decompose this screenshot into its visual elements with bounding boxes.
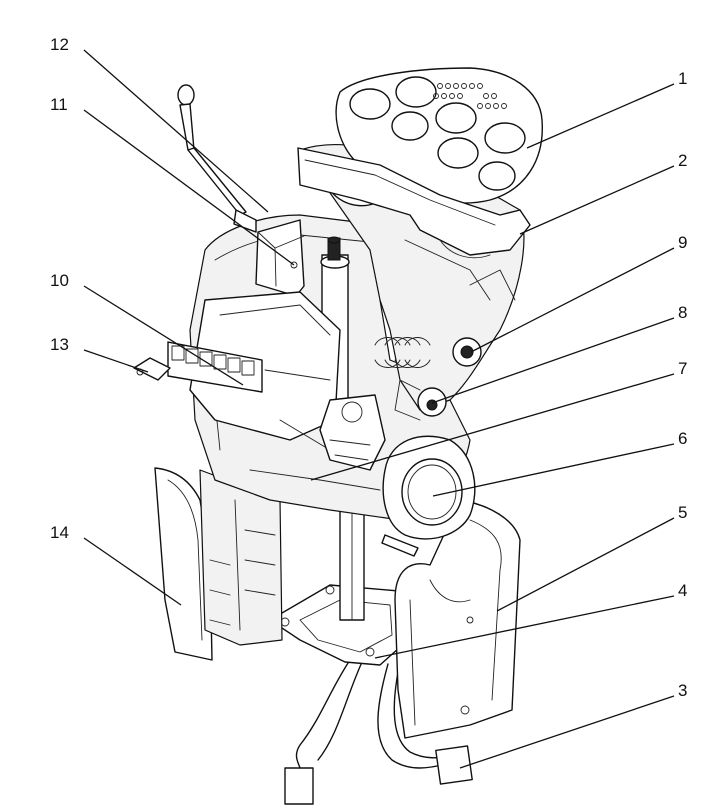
callout-5: 5 (678, 503, 687, 522)
right-lower-shroud (394, 499, 521, 739)
leader-11 (83, 109, 295, 266)
gauge-2 (395, 76, 437, 108)
wiring-harness (284, 659, 473, 805)
leader-4 (374, 595, 675, 659)
gauge-1 (349, 88, 391, 120)
callout-4: 4 (678, 581, 687, 600)
callout-6: 6 (678, 429, 687, 448)
gauge-6 (484, 122, 526, 154)
callout-3: 3 (678, 681, 687, 700)
shift-lever (177, 84, 257, 233)
leader-12 (83, 49, 269, 213)
round-cover (382, 435, 476, 540)
lower-mechanism (319, 394, 386, 471)
callout-9: 9 (678, 233, 687, 252)
cluster-bezel (297, 147, 531, 259)
callout-1: 1 (678, 69, 687, 88)
mounting-bracket (255, 219, 305, 297)
leader-lines (83, 49, 675, 769)
indicator-lights (433, 83, 507, 109)
connector-left (284, 767, 314, 805)
callout-11: 11 (50, 95, 68, 114)
leader-6 (432, 443, 675, 497)
stalk-switch (374, 337, 482, 421)
leader-7 (310, 373, 675, 481)
leader-13 (83, 349, 149, 373)
callout-13: 13 (50, 335, 69, 354)
leader-14 (83, 537, 182, 606)
gauge-4 (435, 102, 477, 134)
callout-7: 7 (678, 359, 687, 378)
leader-1 (526, 83, 675, 149)
leader-10 (83, 285, 244, 386)
gauge-5 (437, 137, 479, 169)
leader-8 (431, 317, 675, 404)
callout-14: 14 (50, 523, 69, 542)
callout-10: 10 (50, 271, 69, 290)
callout-12: 12 (50, 35, 69, 54)
leader-2 (519, 165, 675, 235)
gauge-3 (391, 111, 429, 141)
callout-8: 8 (678, 303, 687, 322)
leader-9 (470, 247, 675, 353)
callout-labels: 1 2 3 4 5 6 7 8 9 10 11 12 13 14 (50, 35, 687, 700)
connector-right (435, 745, 473, 785)
leader-5 (496, 517, 675, 612)
left-lower-shroud (154, 467, 283, 661)
callout-2: 2 (678, 151, 687, 170)
gauge-7 (478, 161, 516, 191)
leader-3 (459, 695, 675, 769)
